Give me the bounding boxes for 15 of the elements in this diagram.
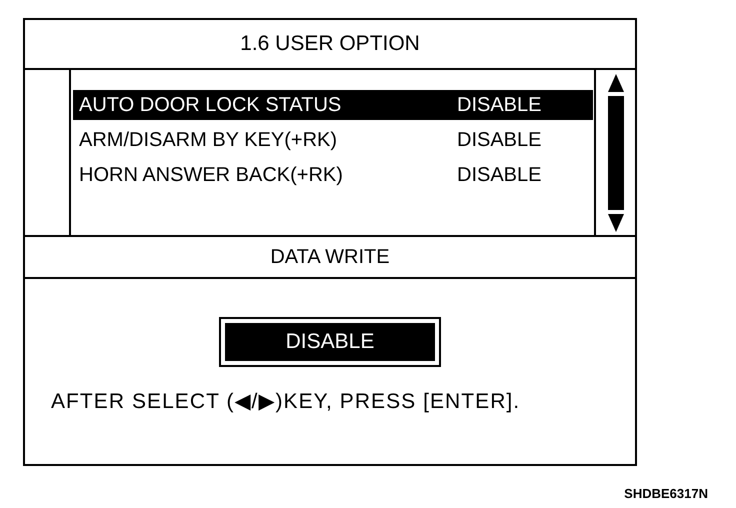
section-header-bar — [25, 235, 635, 279]
selected-value: DISABLE — [225, 323, 435, 361]
option-name: AUTO DOOR LOCK STATUS — [79, 95, 342, 115]
section-title: DATA WRITE — [270, 245, 390, 270]
option-value: DISABLE — [457, 95, 542, 115]
option-list-panel — [69, 70, 596, 235]
selected-option-row — [73, 90, 593, 120]
value-selector — [219, 317, 441, 367]
option-value: DISABLE — [457, 165, 542, 185]
screen-title: 1.6 USER OPTION — [240, 31, 420, 58]
figure-code: SHDBE6317N — [624, 485, 708, 503]
option-value: DISABLE — [457, 130, 542, 150]
option-name: ARM/DISARM BY KEY(+RK) — [79, 130, 338, 150]
option-name: HORN ANSWER BACK(+RK) — [79, 165, 343, 185]
instruction-text: AFTER SELECT (◀/▶)KEY, PRESS [ENTER]. — [51, 389, 520, 415]
